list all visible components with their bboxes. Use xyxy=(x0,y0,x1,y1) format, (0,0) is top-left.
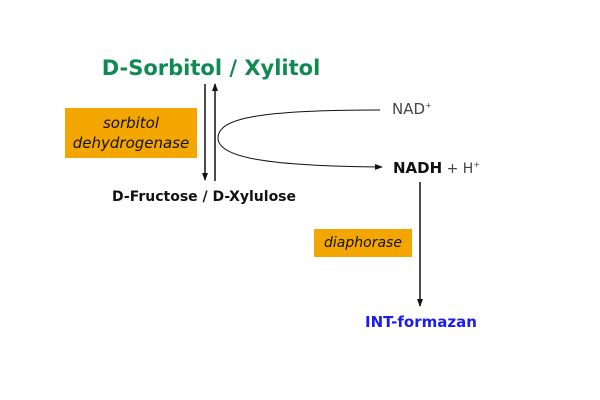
nadh-text: NADH xyxy=(393,159,443,177)
enzyme1-line2: dehydrogenase xyxy=(72,134,190,152)
proton-charge: + xyxy=(473,160,481,169)
nad-charge: + xyxy=(425,101,432,110)
product-label: D-Fructose / D-Xylulose xyxy=(112,189,297,205)
enzyme1-line1: sorbitol xyxy=(102,114,160,132)
nadh-label: NADH + H+ xyxy=(393,159,480,177)
nad-label: NAD+ xyxy=(392,100,432,118)
substrate-label: D-Sorbitol / Xylitol xyxy=(101,56,321,80)
proton-text: + H xyxy=(442,161,474,177)
nad-text: NAD xyxy=(392,100,426,118)
enzyme-sorbitol-dehydrogenase: sorbitol dehydrogenase xyxy=(65,108,197,158)
cofactor-curve-arrow xyxy=(217,109,383,170)
enzyme-diaphorase: diaphorase xyxy=(314,229,412,257)
final-product-label: INT-formazan xyxy=(365,313,477,331)
